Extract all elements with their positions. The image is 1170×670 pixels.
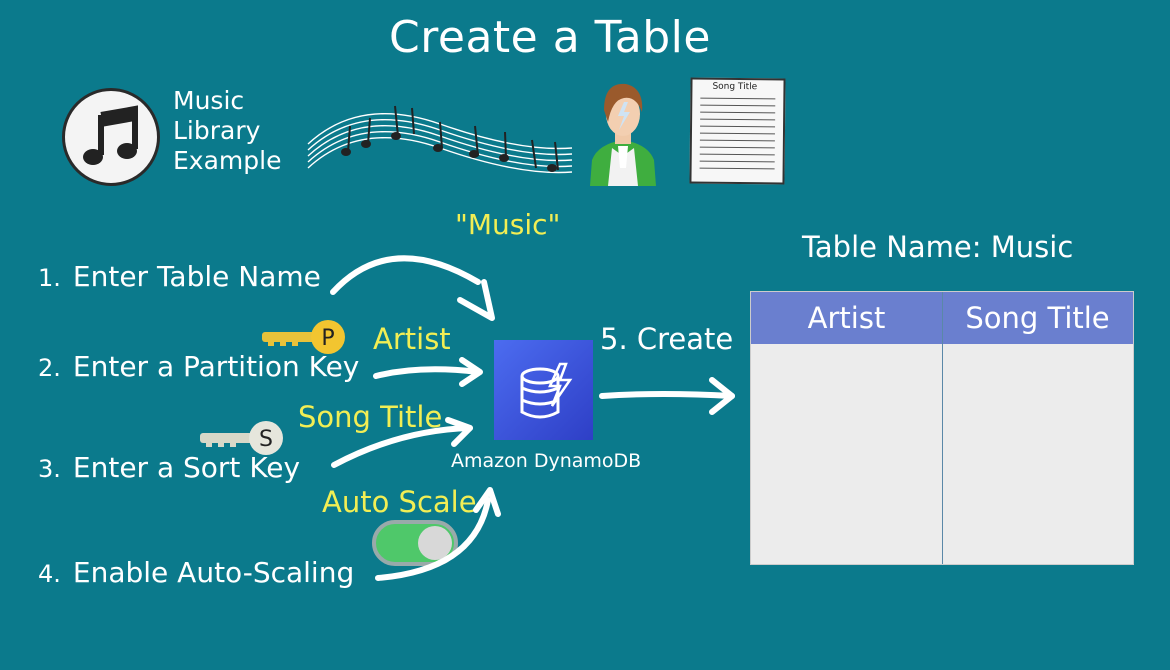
arrow-partition [373, 366, 481, 379]
music-note-icon [62, 88, 160, 186]
table-name-value: "Music" [455, 208, 561, 241]
sort-key-icon: S [200, 421, 283, 455]
table-name-label: Table Name: Music [802, 230, 1074, 264]
arrow-partition-head [459, 357, 483, 387]
autoscale-label: Auto Scale [322, 485, 477, 519]
toggle-knob [418, 526, 452, 560]
arrow-table-name-head [457, 279, 495, 321]
step-2: 2.Enter a Partition Key [38, 350, 360, 383]
arrow-sort [331, 425, 473, 468]
step-3: 3.Enter a Sort Key [38, 451, 301, 484]
arrow-create [599, 391, 735, 399]
arrow-sort-head [445, 417, 473, 447]
arrow-autoscale-head [473, 487, 501, 517]
dynamodb-label: Amazon DynamoDB [451, 450, 642, 472]
person-icon [590, 83, 656, 186]
page-title: Create a Table [389, 12, 711, 63]
partition-key-value: Artist [373, 322, 451, 356]
sort-key-value: Song Title [298, 400, 443, 434]
arrow-create-head [709, 377, 735, 415]
partition-key-icon: P [262, 320, 345, 354]
column-header-artist: Artist [807, 301, 886, 335]
column-divider [942, 292, 943, 564]
create-step: 5. Create [600, 322, 734, 356]
column-header-song-title: Song Title [965, 301, 1110, 335]
arrow-table-name [330, 255, 481, 295]
music-staff-icon [307, 105, 573, 174]
dynamodb-icon [494, 340, 593, 440]
music-table: Artist Song Title [750, 291, 1134, 565]
library-caption: Music Library Example [173, 86, 282, 175]
svg-text:P: P [321, 326, 334, 351]
arrow-autoscale [375, 497, 491, 581]
step-4: 4.Enable Auto-Scaling [38, 556, 355, 589]
step-1: 1.Enter Table Name [38, 260, 321, 293]
svg-text:S: S [259, 427, 273, 452]
